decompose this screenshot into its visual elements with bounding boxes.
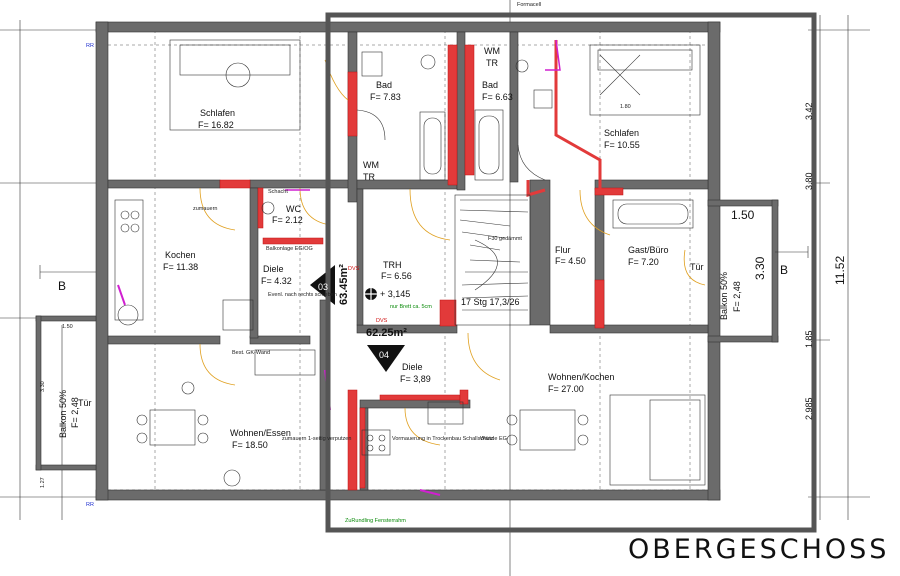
room-name-wohnen-kochen: Wohnen/Kochen xyxy=(548,372,614,382)
wm-label-right: WM xyxy=(484,46,500,56)
room-name-flur: Flur xyxy=(555,245,571,255)
wm-label-left: WM xyxy=(363,160,379,170)
room-area-wohnen-kochen: F= 27.00 xyxy=(548,384,584,394)
dim-1152: 11.52 xyxy=(833,256,847,285)
room-area-schlafen-right: F= 10.55 xyxy=(604,140,640,150)
room-area-gast-buero: F= 7.20 xyxy=(628,257,659,267)
label-area-left: 63.45m² xyxy=(338,264,350,305)
section-marker-left: B xyxy=(58,279,66,293)
room-area-kochen: F= 11.38 xyxy=(163,262,198,272)
section-markers: B B xyxy=(39,246,809,293)
label-unit-right: 04 xyxy=(379,350,389,360)
dim-127: 1.27 xyxy=(40,477,46,488)
note-vormauerung: Vormauerung in Trockenbau Schallschutz xyxy=(392,436,494,442)
label-dvs-2: DVS xyxy=(376,318,388,324)
note-evtl: Evenl. nach rechts schieben xyxy=(268,292,337,298)
tr-label-right: TR xyxy=(486,58,498,68)
balcony-labels: Balkon 50% F= 2,48 Balkon 50% F= 2,48 xyxy=(58,272,742,438)
dim-185: 1.85 xyxy=(804,330,814,348)
label-area-right: 62.25m² xyxy=(366,327,407,339)
room-area-schlafen-left: F= 16.82 xyxy=(198,120,234,130)
room-name-gast-buero: Gast/Büro xyxy=(628,245,669,255)
dim-380: 3.80 xyxy=(804,172,814,190)
floor-title: OBERGESCHOSS xyxy=(628,534,890,565)
label-level: + 3,145 xyxy=(380,289,410,299)
dim-180: 1.80 xyxy=(620,104,631,110)
dimension-labels: 1.50 3.30 11.52 1.50 3.30 1.27 1.80 3.42… xyxy=(40,43,847,508)
note-schacht: Schacht xyxy=(268,189,288,195)
room-name-diele-left: Diele xyxy=(263,264,284,274)
label-trh: TRH xyxy=(383,260,402,270)
labels-right-unit: Bad F= 6.63 WM TR Schlafen F= 10.55 Flur… xyxy=(78,46,704,408)
dim-150-right: 1.50 xyxy=(731,208,755,222)
room-area-flur: F= 4.50 xyxy=(555,256,586,266)
note-waende-eg: Wände EG xyxy=(480,436,507,442)
room-area-bad-left: F= 7.83 xyxy=(370,92,401,102)
new-walls xyxy=(219,40,624,491)
room-name-wc: WC xyxy=(286,204,301,214)
label-stairs: 17 Stg 17,3/26 xyxy=(461,297,520,307)
balcony-right-area: F= 2,48 xyxy=(732,281,742,312)
staircase xyxy=(454,194,531,326)
door-swings xyxy=(199,59,706,446)
dim-150-left: 1.50 xyxy=(62,324,73,330)
room-area-wc: F= 2.12 xyxy=(272,215,303,225)
balcony-left-name: Balkon 50% xyxy=(58,390,68,438)
note-zumauern: zumauern xyxy=(193,206,217,212)
room-name-diele-right: Diele xyxy=(402,362,423,372)
label-trh-area: F= 6.56 xyxy=(381,271,412,281)
room-name-bad-right: Bad xyxy=(482,80,498,90)
label-formacell: Formacell xyxy=(517,2,541,8)
tr-label-left: TR xyxy=(363,172,375,182)
label-dvs-1: DVS xyxy=(348,266,360,272)
door-label-right: Tür xyxy=(690,262,704,272)
room-name-schlafen-left: Schlafen xyxy=(200,108,235,118)
room-area-diele-right: F= 3,89 xyxy=(400,374,431,384)
balcony-right-name: Balkon 50% xyxy=(719,272,729,320)
note-gk-wand: Best. GK-Wand xyxy=(232,350,270,356)
label-nur-brett: nur Brett ca. 5cm xyxy=(390,304,432,310)
room-name-wohnen-essen: Wohnen/Essen xyxy=(230,428,291,438)
section-marker-right: B xyxy=(780,263,788,277)
rr-label-bottom: RR xyxy=(86,502,94,508)
note-zuleitung: ZuRundling Fensterrahm xyxy=(345,518,406,524)
label-f30: F30 gedämmt xyxy=(488,236,522,242)
balcony-left-area: F= 2,48 xyxy=(70,397,80,428)
outer-walls xyxy=(95,21,721,501)
og-outline xyxy=(325,12,817,533)
room-name-bad-left: Bad xyxy=(376,80,392,90)
dim-342: 3.42 xyxy=(804,102,814,120)
dim-330-left: 3.30 xyxy=(40,381,46,392)
rr-label-top: RR xyxy=(86,43,94,49)
room-area-diele-left: F= 4.32 xyxy=(261,276,292,286)
room-name-schlafen-right: Schlafen xyxy=(604,128,639,138)
label-unit-left: 03 xyxy=(318,282,328,292)
dim-330-right: 3.30 xyxy=(753,256,767,280)
room-area-bad-right: F= 6.63 xyxy=(482,92,513,102)
room-name-kochen: Kochen xyxy=(165,250,196,260)
dim-2985: 2.985 xyxy=(804,397,814,420)
note-balkonlage: Balkonlage EG/OG xyxy=(266,246,313,252)
note-zumauern-2: zumauern 1-seitig verputzen xyxy=(282,436,351,442)
labels-center: TRH F= 6.56 + 3,145 17 Stg 17,3/26 63.45… xyxy=(318,2,541,524)
labels-left-unit: Schlafen F= 16.82 Kochen F= 11.38 WC F= … xyxy=(163,80,401,450)
door-label-left: Tür xyxy=(78,398,92,408)
fixtures xyxy=(114,39,706,487)
room-area-wohnen-essen: F= 18.50 xyxy=(232,440,268,450)
